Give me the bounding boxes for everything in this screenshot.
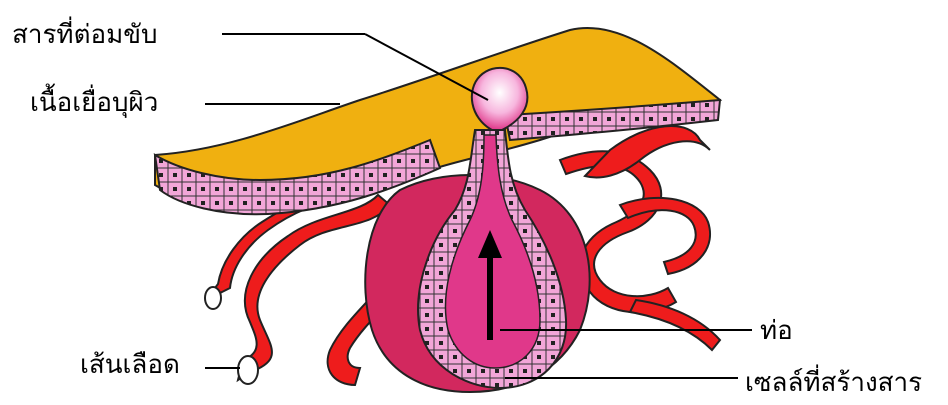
label-duct: ท่อ	[760, 318, 793, 344]
label-epithelium: เนื้อเยื่อบุผิว	[30, 90, 158, 116]
label-secretory-cell: เซลล์ที่สร้างสาร	[745, 370, 922, 396]
label-secretion: สารที่ต่อมขับ	[12, 22, 158, 48]
label-blood-vessel: เส้นเลือด	[80, 352, 180, 378]
